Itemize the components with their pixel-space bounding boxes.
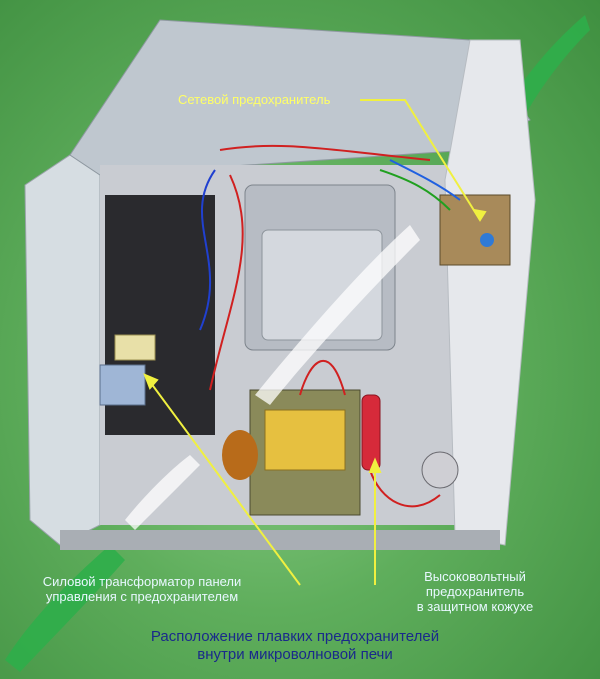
label-mains-fuse: Сетевой предохранитель [178,92,331,107]
pointer-control-transformer [144,374,301,586]
label-hv-fuse: Высоковольтный предохранитель в защитном… [416,569,534,614]
pointer-mains-fuse [360,99,481,221]
mains-fuse-capacitor [480,233,494,247]
connector-block [114,334,156,361]
magnetron [244,184,396,351]
green-brush-stroke-bottom [5,545,125,672]
white-smear-lower [125,455,200,530]
thermal-cutout [421,451,459,489]
control-transformer-part [99,364,146,406]
pointer-lines [143,99,487,586]
green-brush-stroke-top [505,15,590,125]
label-control-transformer: Силовой трансформатор панели управления … [42,574,242,604]
wiring [199,144,461,508]
white-smear-upper [255,225,420,405]
image-caption: Расположение плавких предохранителей вну… [150,628,440,663]
hv-transformer [222,389,361,516]
mains-fuse-board [439,194,511,266]
hv-fuse-holder [361,394,381,471]
